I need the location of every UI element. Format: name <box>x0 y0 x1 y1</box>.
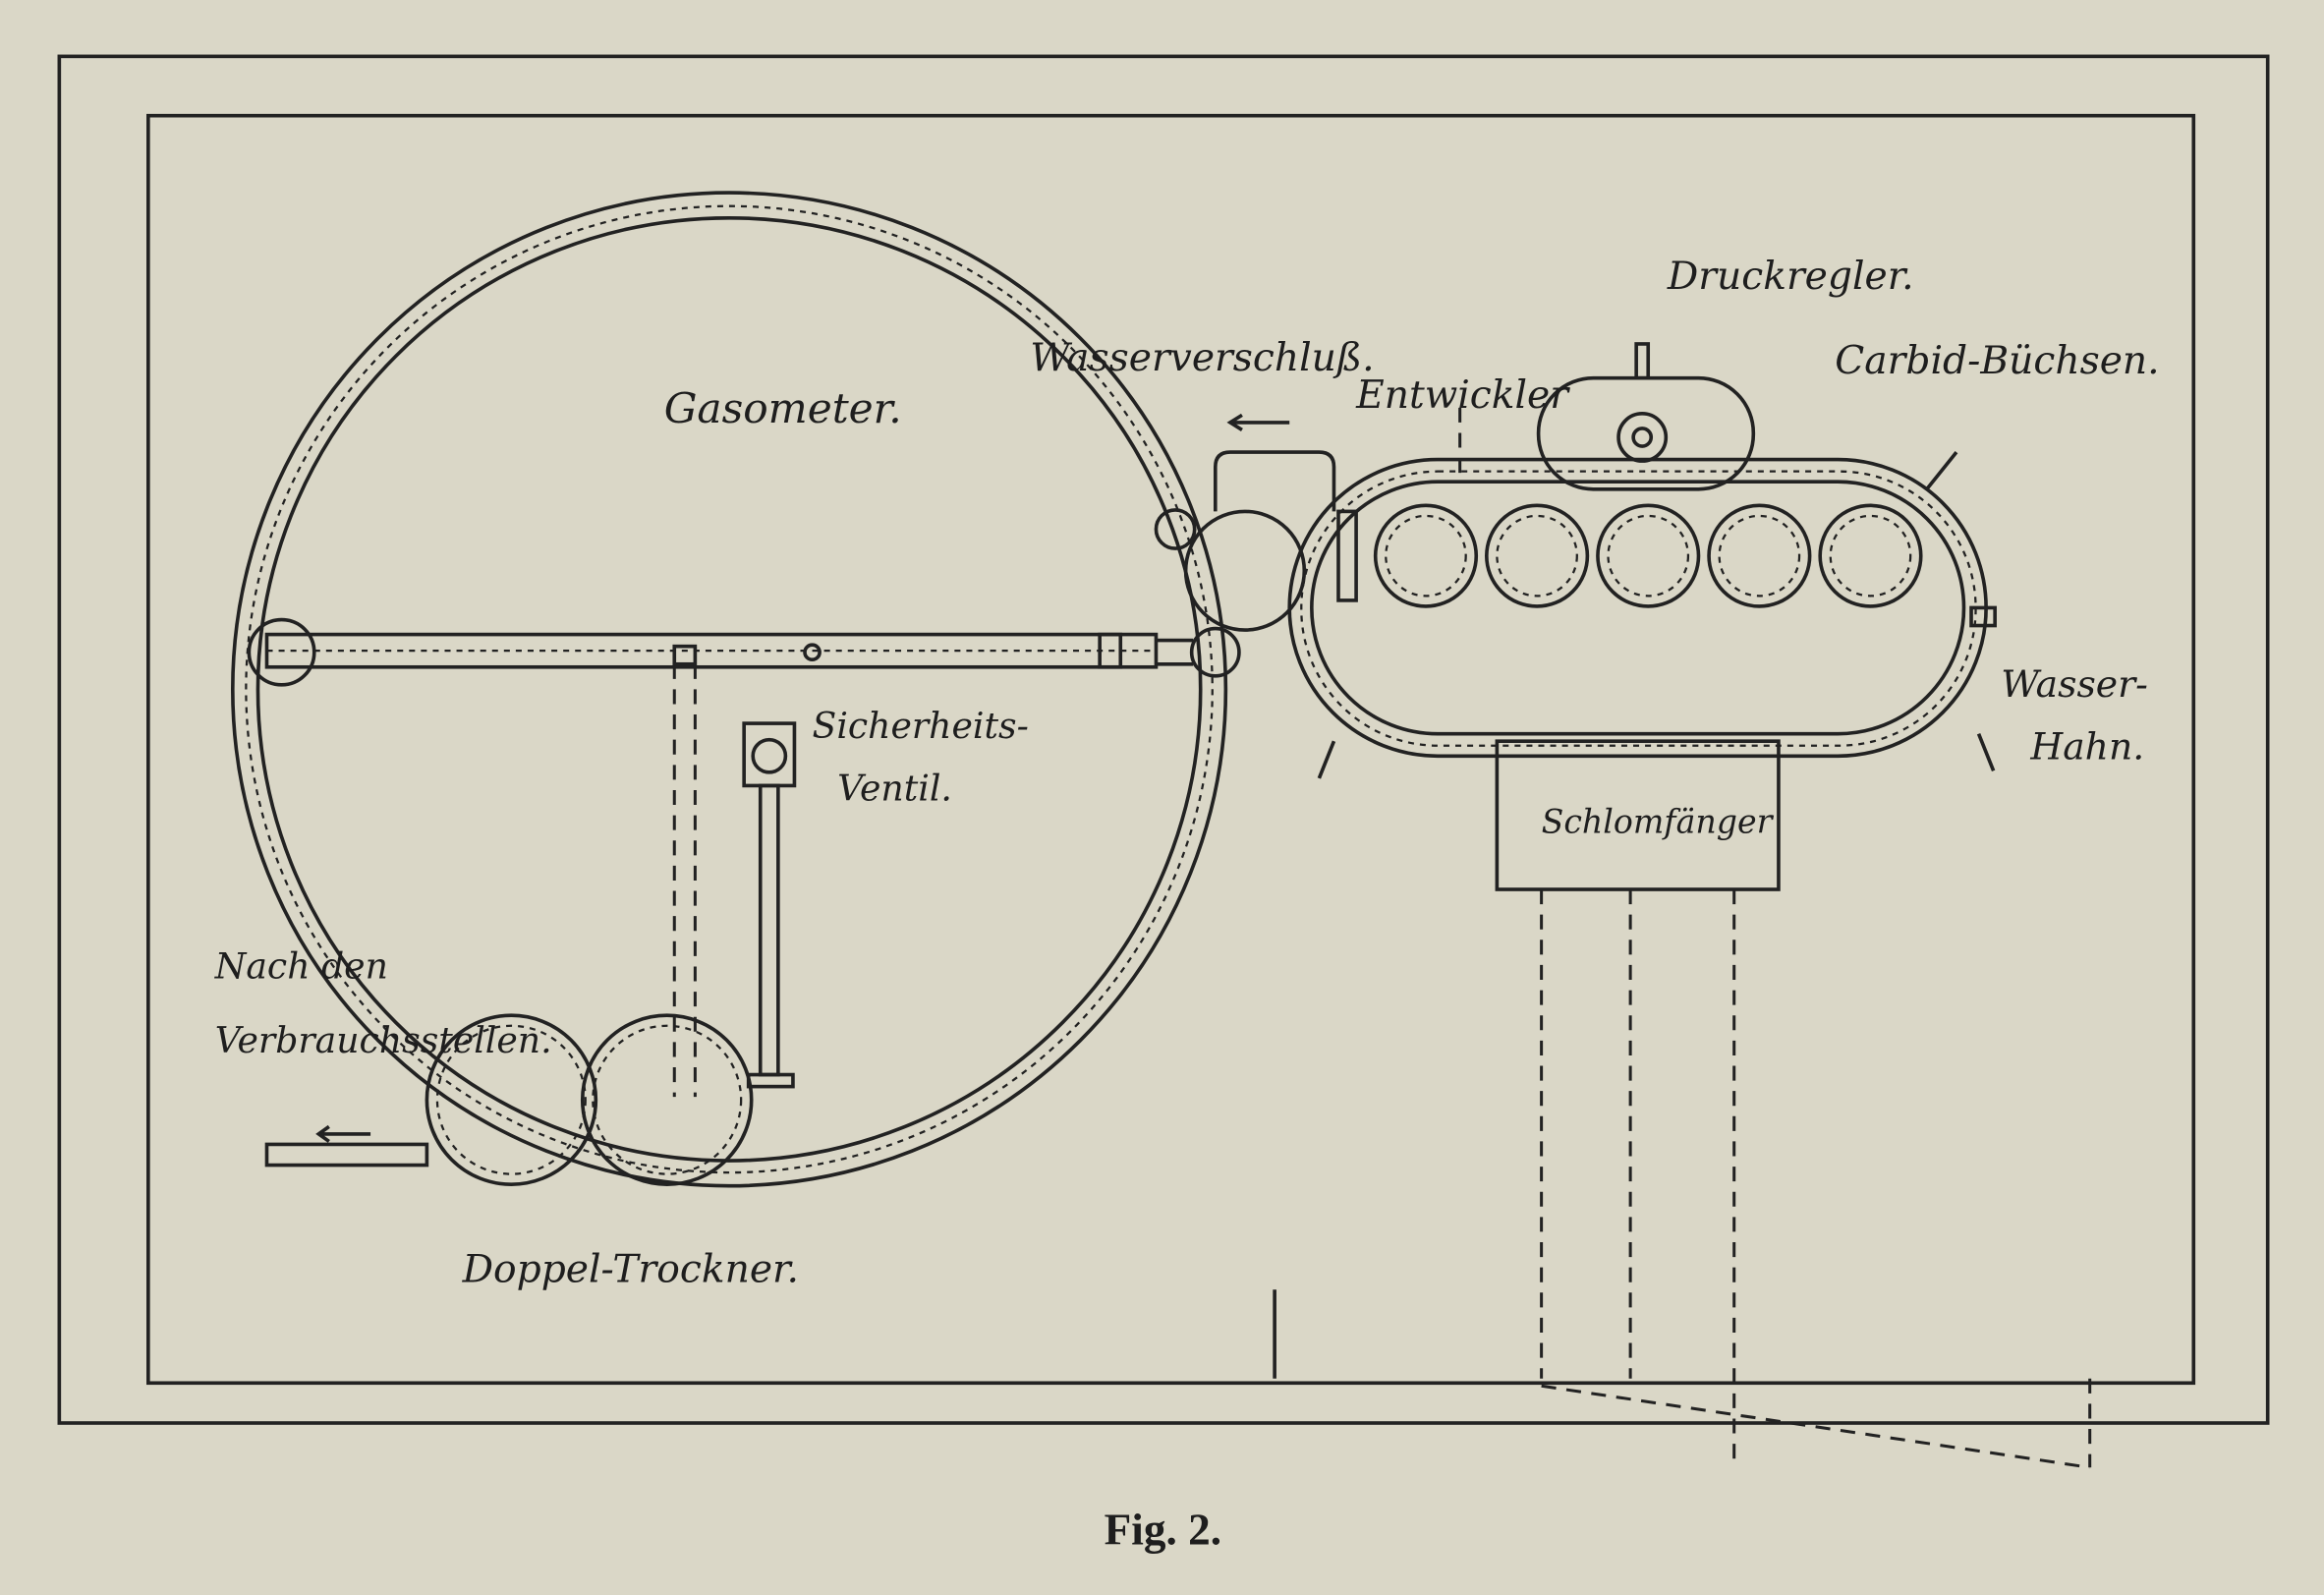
gasometer <box>230 191 1228 1188</box>
label-double-dryer: Doppel-Trockner. <box>462 1248 799 1292</box>
figure-caption: Fig. 2. <box>1105 1506 1221 1555</box>
inner-frame <box>146 113 2196 1386</box>
label-carbide: Carbid-Büchsen. <box>1835 339 2159 383</box>
label-water-seal: Wasserverschluß. <box>1030 336 1374 380</box>
outer-frame <box>57 54 2270 1425</box>
safety-valve <box>742 721 797 1089</box>
label-consumers-1: Nach den <box>214 945 388 988</box>
sludge-trap <box>1495 739 1781 891</box>
generator <box>1287 407 1997 779</box>
label-pressure-regulator: Druckregler. <box>1667 255 1914 299</box>
carbide-canisters <box>1373 503 1923 608</box>
label-water-tap-2: Hahn. <box>2029 724 2144 768</box>
label-gasometer: Gasometer. <box>664 384 902 432</box>
label-safety-valve-1: Sicherheits- <box>813 705 1029 747</box>
label-sludge-trap: Schlomfänger <box>1542 803 1775 841</box>
label-consumers-2: Verbrauchsstellen. <box>215 1019 552 1061</box>
double-dryer <box>264 1013 754 1186</box>
label-generator: Entwickler <box>1355 373 1570 418</box>
label-safety-valve-2: Ventil. <box>837 768 952 810</box>
water-seal <box>1154 413 1358 678</box>
pressure-regulator <box>1536 342 1756 491</box>
label-water-tap-1: Wasser- <box>2001 662 2148 706</box>
